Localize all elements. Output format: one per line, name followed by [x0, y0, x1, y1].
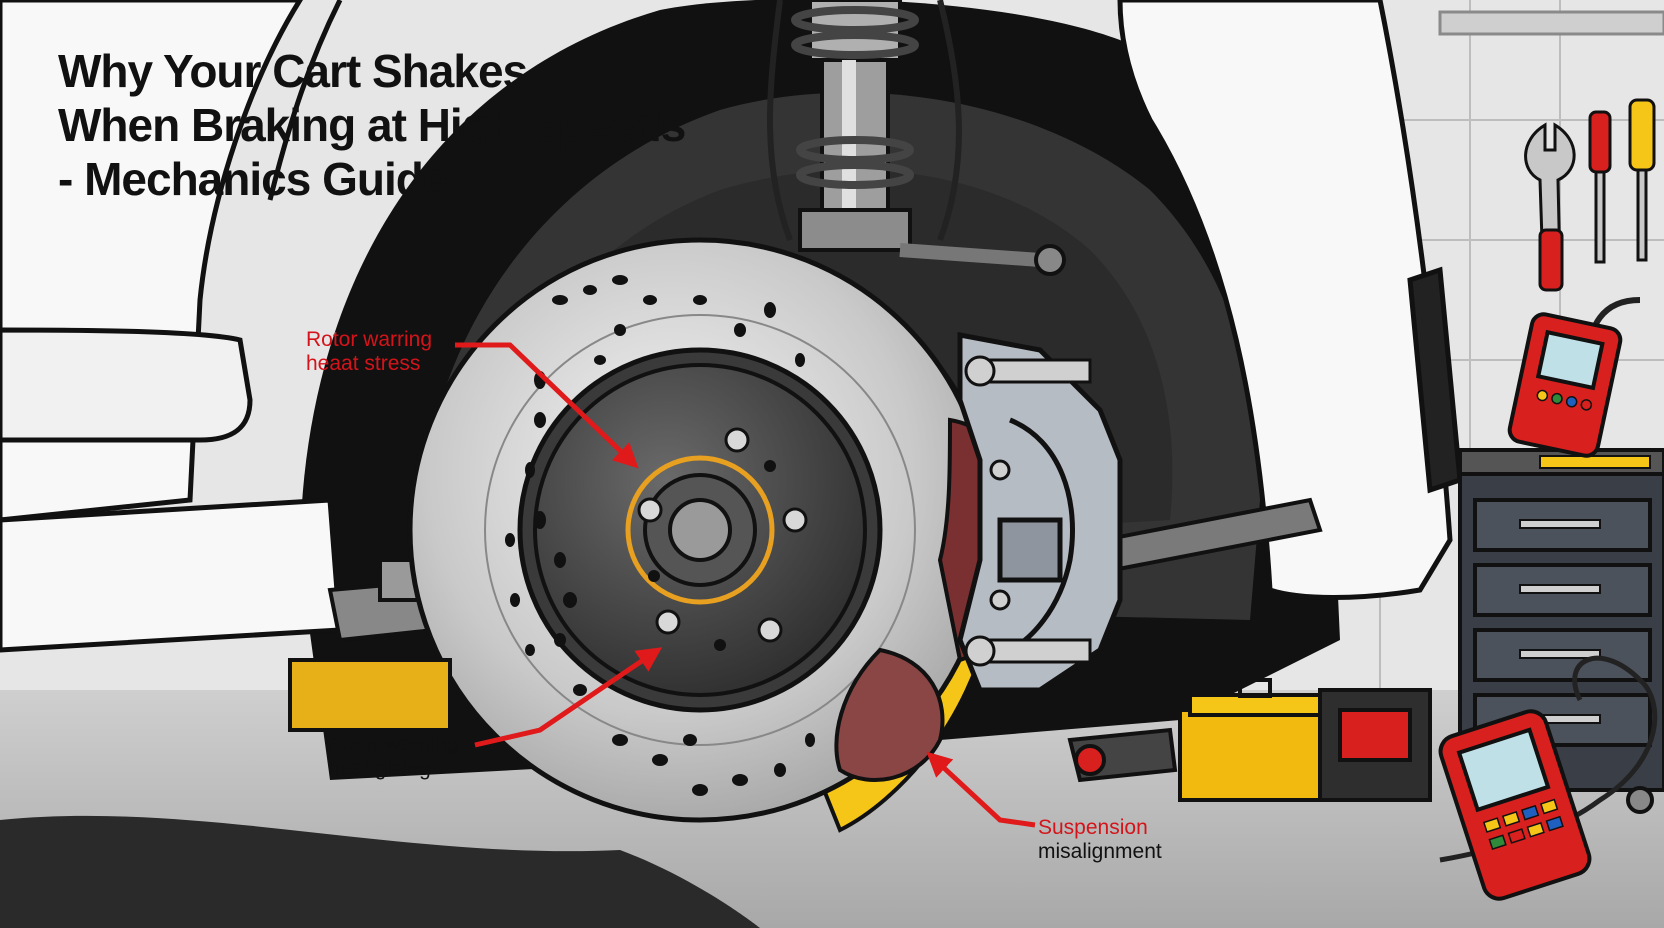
- arrow-suspension: [926, 751, 1036, 828]
- car-body: [0, 0, 1463, 653]
- callout-line-2: heat glaing: [328, 757, 431, 780]
- title-line-2: When Braking at High Speeds: [58, 99, 686, 151]
- title-line-3: - Mechanics Guide: [58, 153, 448, 205]
- wrench-icon: [1524, 122, 1576, 292]
- callout-line-1: Rotor warring: [306, 328, 433, 351]
- shock-absorber-icon: [767, 0, 1066, 276]
- arrow-rotor-warning: [474, 647, 663, 748]
- callout-rotor-warning: Rotor warning heat glaing: [328, 733, 459, 781]
- page-title: Why Your Cart Shakes When Braking at Hig…: [58, 44, 686, 206]
- brake-caliper-icon: [957, 331, 1123, 693]
- callout-line-2: heaat stress: [306, 352, 421, 375]
- obd-scanner-icon: [1507, 297, 1641, 458]
- toolbox-icon: [1178, 678, 1332, 802]
- callout-line-1: Rotor warning: [328, 733, 459, 756]
- obd-scanner-icon: [1438, 655, 1658, 901]
- callout-rotor-warring: Rotor warring heaat stress: [306, 328, 432, 376]
- title-line-1: Why Your Cart Shakes: [58, 45, 528, 97]
- arrow-rotor-warring: [455, 342, 639, 469]
- callout-line-1: Suspension: [1038, 816, 1148, 839]
- screwdriver-icon: [1588, 98, 1656, 264]
- callout-arrows: [455, 342, 1036, 828]
- floor-jack: [1067, 688, 1432, 802]
- yellow-crate: [288, 658, 452, 732]
- callout-line-2: misalignment: [1038, 840, 1162, 863]
- callout-suspension: Suspension misalignment: [1038, 816, 1162, 864]
